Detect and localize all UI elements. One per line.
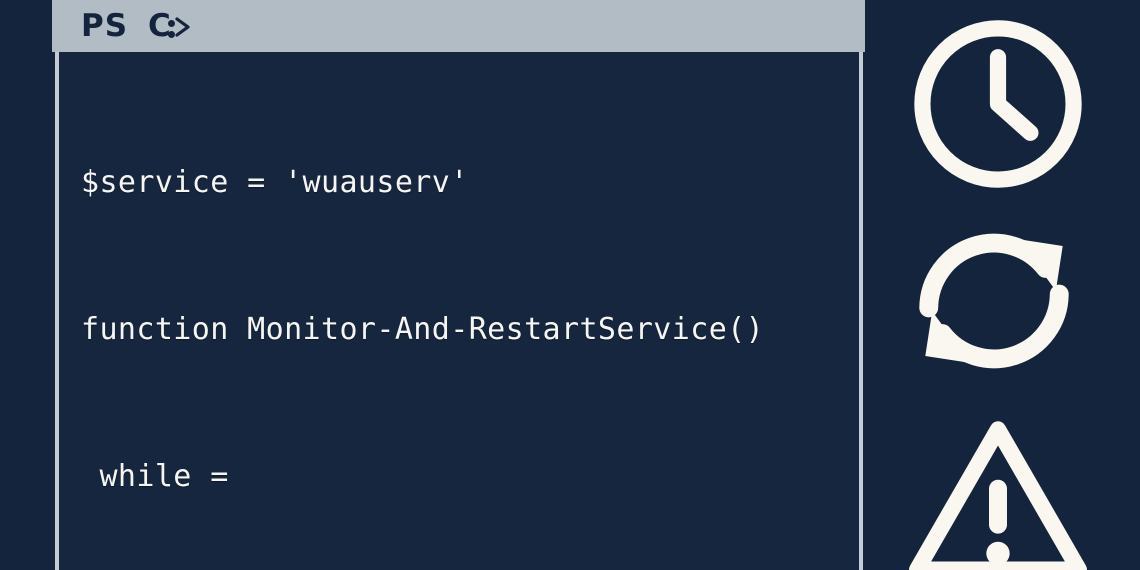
refresh-icon <box>908 222 1080 380</box>
terminal-title: PS C <box>81 8 194 44</box>
powershell-terminal-window: PS C $service = 'wuauserv' function Moni… <box>52 0 865 570</box>
terminal-titlebar[interactable]: PS C <box>52 0 865 52</box>
icon-column <box>880 0 1140 570</box>
titlebar-ps-label: PS <box>81 8 129 44</box>
code-block: $service = 'wuauserv' function Monitor-A… <box>81 60 859 570</box>
terminal-body[interactable]: $service = 'wuauserv' function Monitor-A… <box>55 52 863 570</box>
colon-chevron-prompt-icon <box>167 11 194 41</box>
titlebar-drive-label: C <box>148 8 172 44</box>
code-line: $service = 'wuauserv' <box>81 165 469 200</box>
clock-icon <box>908 14 1088 194</box>
code-line: while = <box>81 459 229 494</box>
warning-icon <box>908 415 1088 570</box>
code-line: function Monitor-And-RestartService() <box>81 312 765 347</box>
